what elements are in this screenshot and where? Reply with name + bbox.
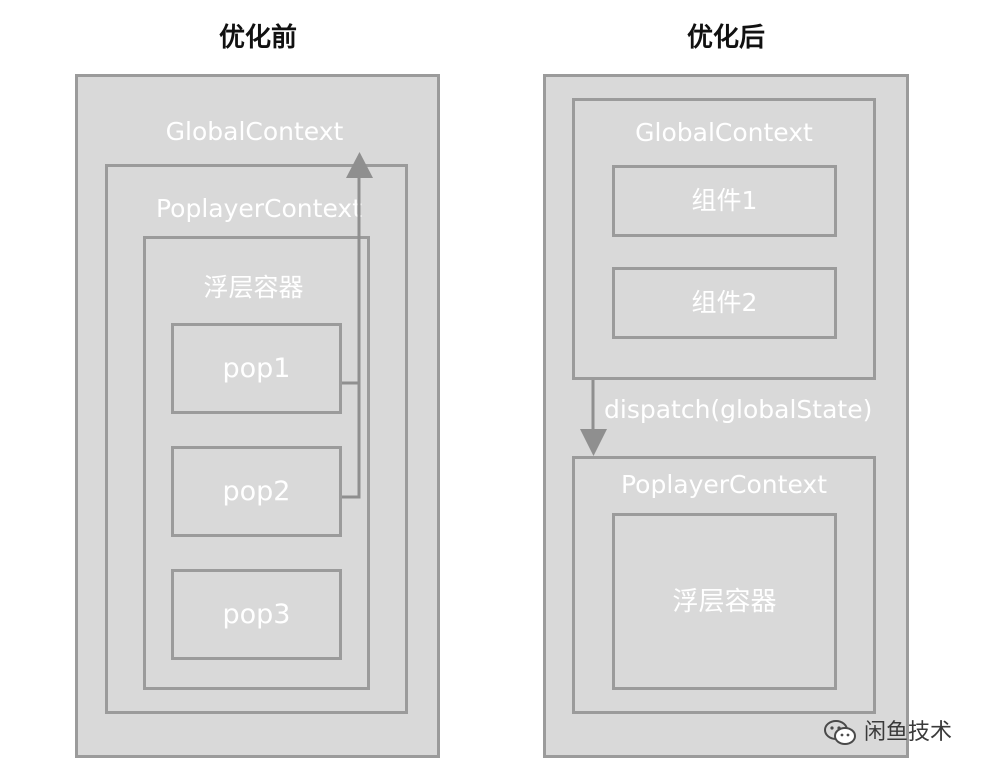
pop1-box: pop1 [171, 323, 342, 414]
before-container-label: 浮层容器 [203, 273, 304, 302]
dispatch-label: dispatch(globalState) [604, 395, 873, 424]
pop2-label: pop2 [222, 475, 291, 507]
after-poplayer-context-label: PoplayerContext [620, 470, 827, 499]
pop2-connector [342, 176, 361, 499]
pop1-label: pop1 [222, 352, 291, 384]
component1-box: 组件1 [612, 165, 837, 237]
wechat-icon [824, 720, 856, 745]
after-global-context-label: GlobalContext [635, 118, 813, 147]
before-poplayer-context-label: PoplayerContext [155, 194, 362, 223]
up-arrowhead [346, 152, 373, 178]
component2-box: 组件2 [612, 267, 837, 339]
after-container-label: 浮层容器 [672, 586, 777, 617]
component2-label: 组件2 [691, 288, 758, 317]
watermark-text: 闲鱼技术 [864, 720, 953, 745]
title-after: 优化后 [686, 23, 765, 53]
pop2-box: pop2 [171, 446, 342, 537]
component1-label: 组件1 [691, 186, 758, 215]
after-container-box: 浮层容器 [612, 513, 837, 690]
before-global-context-label: GlobalContext [165, 117, 344, 146]
title-before: 优化前 [218, 23, 297, 53]
down-arrowhead [580, 429, 607, 456]
pop3-box: pop3 [171, 569, 342, 660]
pop3-label: pop3 [222, 598, 291, 630]
watermark: 闲鱼技术 [822, 716, 952, 750]
